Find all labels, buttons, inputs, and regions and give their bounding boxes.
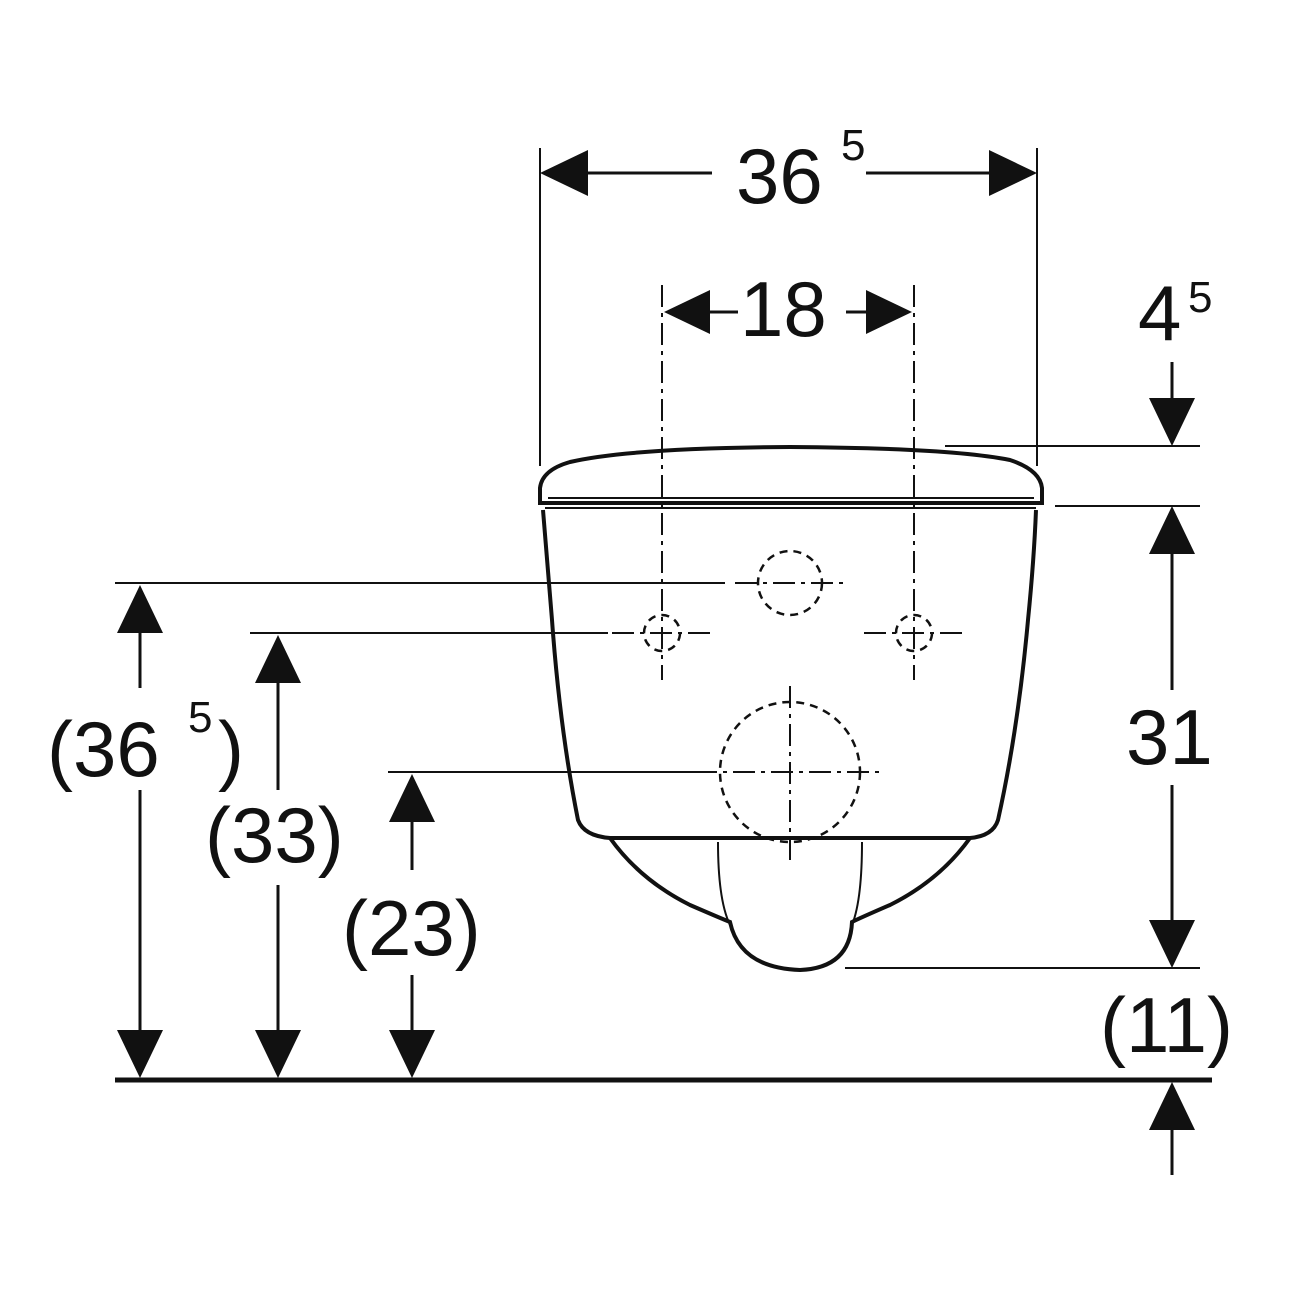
bolt-value: 18 — [740, 265, 827, 353]
bolt-height-dimension: (33) — [205, 632, 608, 1078]
outlet-value: (23) — [342, 884, 481, 972]
toilet-bowl — [541, 509, 1038, 840]
toilet-outline — [538, 444, 1044, 973]
inlet-open: (36 — [47, 705, 160, 793]
inlet-arrow-up — [117, 585, 163, 633]
outlet-height-dimension: (23) — [342, 771, 695, 1078]
width-arrow-left — [540, 150, 588, 196]
bowl-arrow-down — [1149, 920, 1195, 968]
outlet-spout — [717, 841, 731, 926]
seat-sup: 5 — [1188, 273, 1212, 322]
overall-width-dimension: 36 5 — [539, 121, 1038, 466]
seat-arrow-down — [1149, 398, 1195, 446]
bolt-height-arrow-down — [255, 1030, 301, 1078]
seat-thickness-dimension: 4 5 — [945, 269, 1212, 507]
toilet-seat — [538, 444, 1044, 505]
inlet-close: ) — [218, 705, 244, 793]
outlet-spout-right — [851, 841, 863, 926]
outlet-arrow-up — [389, 774, 435, 822]
bolt-height-arrow-up — [255, 635, 301, 683]
outlet-arrow-down — [389, 1030, 435, 1078]
bolt-spacing-dimension: 18 — [664, 265, 912, 353]
seat-value: 4 — [1138, 269, 1181, 357]
bolt-arrow-right — [866, 290, 912, 334]
inlet-sup: 5 — [188, 693, 212, 742]
inlet-arrow-down — [117, 1030, 163, 1078]
inlet-height-dimension: (36 5 ) — [47, 582, 725, 1078]
bolt-arrow-left — [664, 290, 710, 334]
bolt-height-value: (33) — [205, 791, 344, 879]
bottom-clearance-dimension: (11) — [1100, 981, 1233, 1175]
bowl-arrow-up — [1149, 506, 1195, 554]
bowl-height-dimension: 31 — [845, 506, 1213, 969]
width-arrow-right — [989, 150, 1037, 196]
clearance-arrow-up — [1149, 1082, 1195, 1130]
clearance-value: (11) — [1100, 981, 1233, 1069]
bowl-value: 31 — [1126, 693, 1213, 781]
fixing-holes — [612, 285, 964, 862]
toilet-trap — [608, 836, 972, 973]
width-value: 36 — [736, 132, 823, 220]
width-sup: 5 — [841, 121, 865, 170]
